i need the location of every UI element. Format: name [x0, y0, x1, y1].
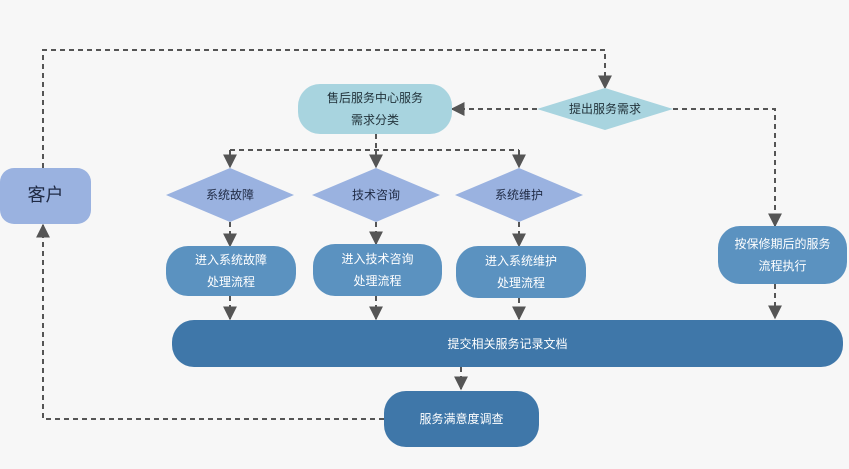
fault-diamond: 系统故障: [166, 168, 294, 222]
request-diamond: 提出服务需求: [537, 88, 673, 130]
consult-process-label-line2: 处理流程: [353, 274, 402, 288]
survey-label: 服务满意度调查: [419, 412, 504, 426]
service-center-label-line1: 售后服务中心服务: [326, 91, 423, 105]
edge-survey-to-customer: [36, 223, 384, 420]
maintain-process-node: 进入系统维护 处理流程: [456, 246, 586, 298]
customer-node: 客户: [0, 168, 91, 224]
maintain-label: 系统维护: [494, 188, 543, 202]
record-label: 提交相关服务记录文档: [447, 336, 568, 351]
warranty-process-node: 按保修期后的服务 流程执行: [718, 226, 847, 284]
consult-diamond: 技术咨询: [312, 168, 440, 222]
edge-request-to-warranty: [673, 108, 782, 228]
service-center-node: 售后服务中心服务 需求分类: [298, 84, 452, 134]
fault-process-label-line2: 处理流程: [206, 275, 255, 289]
request-diamond-shape: [537, 88, 673, 130]
fault-process-label-line1: 进入系统故障: [194, 253, 267, 267]
fault-process-node: 进入系统故障 处理流程: [166, 246, 296, 296]
satisfaction-survey-node: 服务满意度调查: [384, 391, 539, 447]
customer-label: 客户: [27, 185, 64, 206]
fault-diamond-shape: [166, 168, 294, 222]
consult-diamond-shape: [312, 168, 440, 222]
request-label: 提出服务需求: [568, 102, 641, 116]
consult-process-label-line1: 进入技术咨询: [341, 252, 414, 266]
warranty-label-line1: 按保修期后的服务: [734, 237, 831, 251]
service-center-label-line2: 需求分类: [350, 113, 399, 127]
record-document-bar: 提交相关服务记录文档: [172, 320, 843, 367]
edge-customer-to-request: [42, 49, 612, 168]
consult-process-node: 进入技术咨询 处理流程: [313, 244, 442, 296]
maintain-process-label-line2: 处理流程: [496, 276, 545, 290]
warranty-label-line2: 流程执行: [758, 259, 807, 273]
maintain-diamond: 系统维护: [455, 168, 583, 222]
consult-label: 技术咨询: [351, 188, 400, 202]
maintain-diamond-shape: [455, 168, 583, 222]
fault-label: 系统故障: [205, 188, 254, 202]
maintain-process-label-line1: 进入系统维护: [484, 254, 557, 268]
